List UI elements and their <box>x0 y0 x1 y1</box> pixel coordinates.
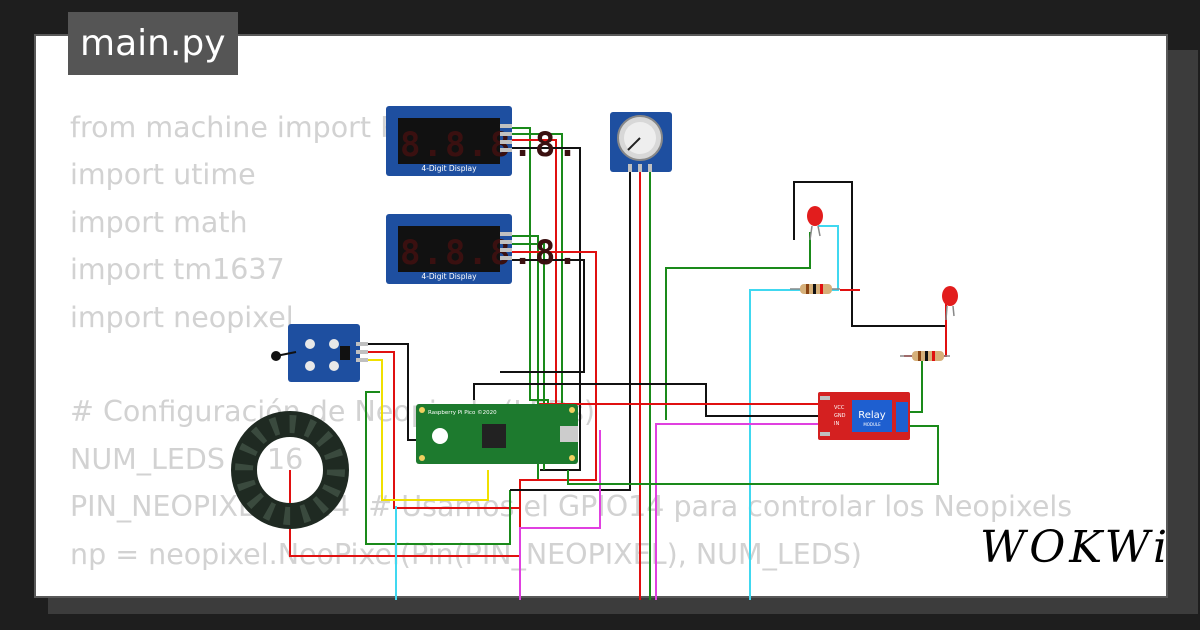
wire-green <box>910 360 923 413</box>
wire-green <box>567 425 939 485</box>
display-bottom[interactable]: 8.8.8.8. 4-Digit Display <box>386 214 580 284</box>
wires <box>289 127 947 600</box>
wire-red <box>539 403 818 420</box>
wire-red <box>500 139 557 460</box>
wire-black <box>473 383 818 417</box>
wire-black <box>793 181 947 327</box>
code-line: import tm1637 <box>70 253 285 287</box>
display-top-digits: 8.8.8.8. <box>400 125 580 165</box>
display-bottom-label: 4-Digit Display <box>421 272 477 281</box>
raspberry-pi-pico[interactable]: Raspberry Pi Pico ©2020 <box>416 404 578 464</box>
wire-magenta <box>655 423 818 600</box>
raspberry-logo-icon <box>432 428 448 444</box>
relay-pin-vcc: VCC <box>834 405 845 411</box>
potentiometer-knob-indicator <box>627 137 641 151</box>
code-line: import neopixel <box>70 300 294 334</box>
wire-green <box>500 133 563 460</box>
red-led-1[interactable] <box>807 206 823 241</box>
wire-black <box>510 172 631 491</box>
wire-green <box>665 232 811 420</box>
filename-tab: main.py <box>68 12 238 75</box>
code-line: PIN_NEOPIXEL = 14 # Usamos el GPIO14 par… <box>70 490 1073 524</box>
code-line: np = neopixel.NeoPixel(Pin(PIN_NEOPIXEL)… <box>70 537 862 571</box>
display-top-label: 4-Digit Display <box>421 164 477 173</box>
potentiometer[interactable] <box>610 112 672 172</box>
pico-label: Raspberry Pi Pico ©2020 <box>428 409 497 416</box>
relay-sublabel: MODULE <box>863 422 881 427</box>
wire-cyan <box>749 225 839 600</box>
wire-green <box>500 243 545 470</box>
wire-red <box>289 251 597 557</box>
thermistor-icon <box>271 351 281 361</box>
display-bottom-digits: 8.8.8.8. <box>400 233 580 273</box>
relay-pin-gnd: GND <box>834 413 846 419</box>
wire-red <box>368 351 520 509</box>
wokwi-logo: WOKWi <box>980 522 1172 573</box>
resistor-2[interactable] <box>900 351 950 361</box>
display-top[interactable]: 8.8.8.8. 4-Digit Display <box>386 106 580 176</box>
wire-black <box>500 259 585 373</box>
ntc-temperature-sensor[interactable] <box>271 324 368 382</box>
relay-pin-in: IN <box>834 421 839 427</box>
wire-yellow <box>368 359 489 501</box>
code-line: import utime <box>70 158 256 192</box>
wire-black <box>500 147 581 471</box>
relay-label: Relay <box>858 410 886 421</box>
resistor-1[interactable] <box>790 284 840 294</box>
wire-green <box>365 391 511 545</box>
code-line: import math <box>70 205 248 239</box>
wire-magenta <box>519 430 601 600</box>
neopixel-ring[interactable] <box>231 411 349 529</box>
relay-module[interactable]: VCC GND IN Relay MODULE <box>818 392 910 440</box>
red-led-2[interactable] <box>942 286 958 321</box>
